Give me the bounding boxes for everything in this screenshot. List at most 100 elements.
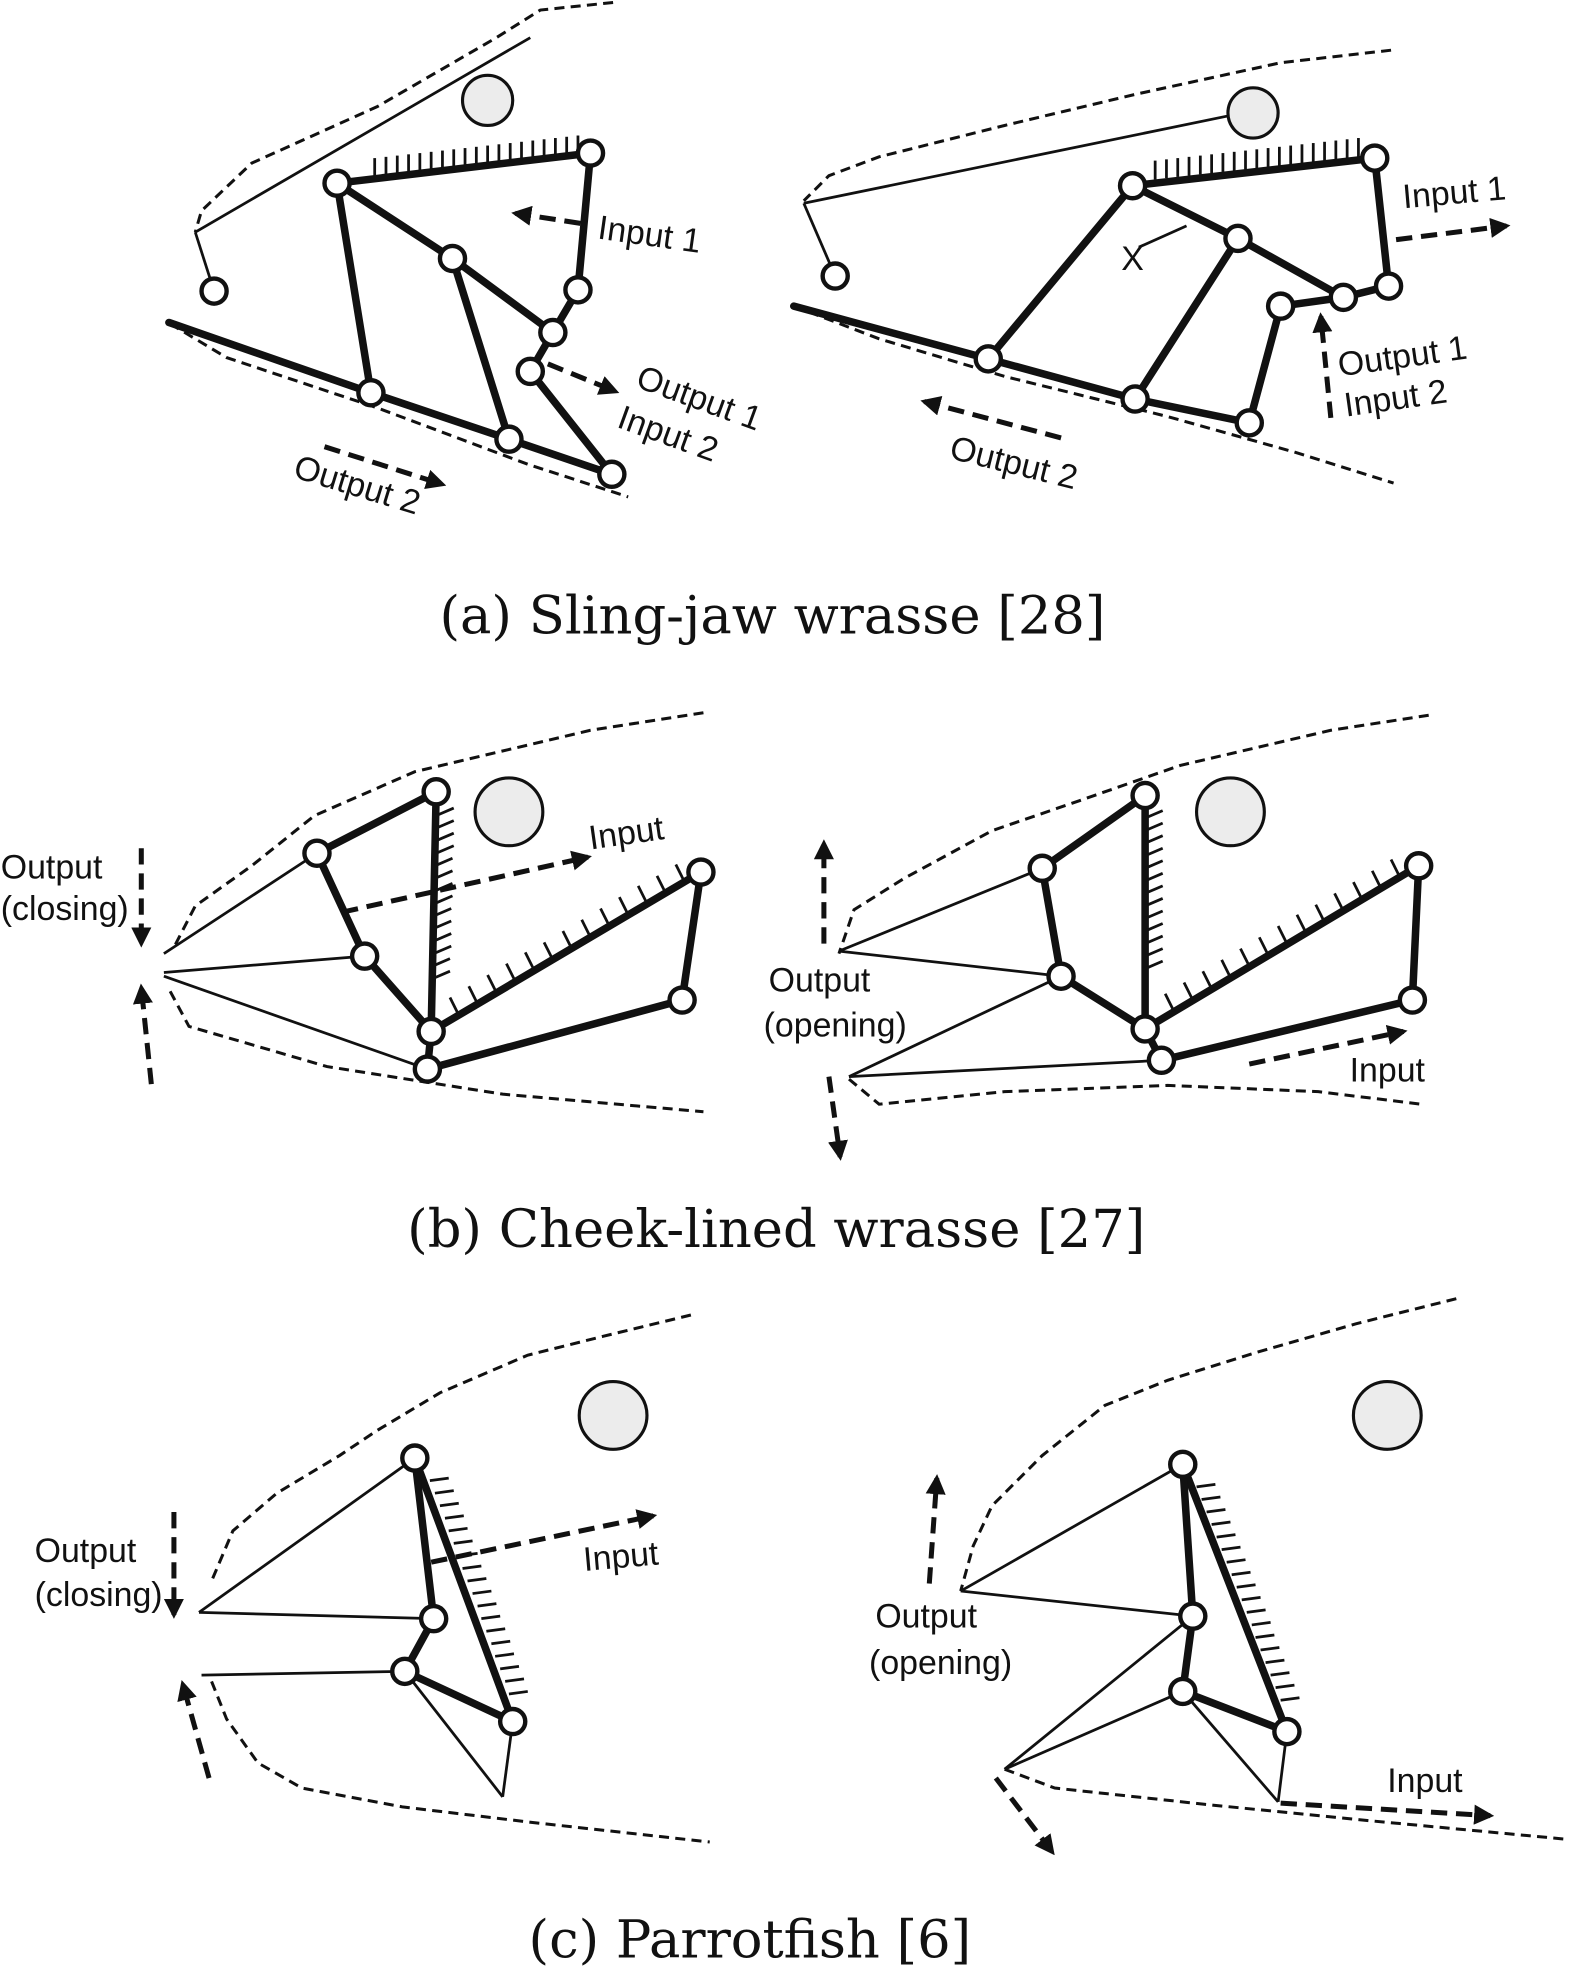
head-outline-lower (168, 990, 704, 1114)
output-closing-label: (closing) (35, 1576, 163, 1614)
caption-a: (a) Sling-jaw wrasse [28] (439, 586, 1105, 647)
joint (575, 138, 606, 168)
link-bar (984, 181, 1137, 363)
ground-hatch (1163, 858, 1402, 1012)
x-label: X (1121, 240, 1144, 278)
joints (1168, 1449, 1302, 1747)
link-bar (1370, 154, 1393, 290)
output-1-arrow (1312, 312, 1334, 419)
thin-link (848, 1058, 1162, 1078)
joint (421, 777, 451, 807)
thin-link (1004, 1690, 1184, 1771)
link-bar (313, 787, 440, 858)
joint (1168, 1676, 1198, 1707)
joint (494, 424, 524, 454)
joint (515, 356, 546, 387)
joint (1117, 170, 1148, 201)
thin-link (838, 867, 1043, 953)
ground-hatch (1144, 809, 1164, 970)
input-1-arrow (1395, 217, 1511, 243)
head-outline-upper (210, 1313, 692, 1582)
thin-link (1003, 1615, 1194, 1771)
ground-link (1141, 862, 1423, 1033)
ground-link (1179, 1460, 1291, 1736)
eye (1194, 776, 1266, 848)
link-bar (1179, 1687, 1291, 1736)
panel-b-right: Input Output (opening) (764, 713, 1434, 1161)
link-bar (1157, 996, 1417, 1065)
jaw-link (165, 318, 375, 397)
link-bar (313, 849, 369, 960)
thin-link (1181, 1690, 1280, 1803)
joint (1046, 961, 1076, 991)
thin-link (848, 974, 1062, 1078)
output-2-arrow (323, 444, 447, 490)
joint (820, 261, 850, 291)
link-bar (1038, 791, 1149, 873)
input-arrow (430, 1509, 658, 1565)
x-leader (1138, 224, 1188, 249)
link-bar (423, 996, 686, 1073)
thin-link (198, 1456, 416, 1614)
link-bar (1057, 972, 1149, 1033)
link-bar (574, 149, 595, 294)
output-label: Output (875, 1597, 977, 1635)
link-bar (360, 952, 435, 1036)
joint (416, 1016, 446, 1047)
link-bar (448, 254, 557, 337)
link-bar (1408, 862, 1423, 1004)
head-outline-upper (802, 48, 1392, 202)
joint (563, 275, 593, 305)
output-label: Output (1, 848, 103, 886)
head-outline-upper (959, 1297, 1457, 1592)
eye (473, 776, 545, 848)
input-1-label: Input 1 (596, 209, 704, 261)
thin-link (163, 974, 428, 1071)
joints (390, 1443, 528, 1737)
output-1-label: Output 1 (1335, 329, 1469, 385)
head-outline-lower (848, 1077, 1422, 1106)
joint (1146, 1045, 1177, 1076)
output-2-arrow (920, 395, 1062, 441)
jaw-link (984, 355, 1139, 403)
link-bar (411, 1454, 438, 1623)
link-bar (1128, 181, 1242, 243)
input-arrow (1280, 1800, 1495, 1825)
output-opening-arrow-bottom (826, 1076, 848, 1161)
output-closing-arrow-bottom (132, 983, 154, 1085)
joint (1223, 223, 1253, 254)
head-outline-upper (837, 713, 1429, 955)
joint (302, 838, 332, 868)
output-opening-arrow-bottom (993, 1776, 1055, 1856)
joint (1328, 282, 1359, 313)
link-bar (526, 367, 616, 479)
output-opening-label: (opening) (869, 1644, 1012, 1682)
input-arrow (1248, 1024, 1408, 1067)
ground-hatch (429, 1476, 528, 1696)
ground-link (411, 1454, 517, 1726)
thin-link (959, 1463, 1184, 1593)
joint (1178, 1601, 1208, 1631)
ground-link (1128, 154, 1379, 190)
panel-a-right: X Input 1 Output 1 Input 2 Output 2 (790, 48, 1511, 497)
output-label: Output (35, 1532, 137, 1570)
head-outline-upper (172, 711, 704, 949)
joint (1168, 1449, 1198, 1480)
link-bar (333, 179, 375, 397)
joints (302, 777, 716, 1084)
joint (1130, 1014, 1160, 1044)
joint (437, 243, 468, 274)
thin-link (838, 949, 1062, 978)
caption-c: (c) Parrotfish [6] (529, 1909, 972, 1970)
input-label: Input (586, 809, 666, 857)
joints (199, 138, 627, 490)
panel-b-left: Input Output (closing) (1, 711, 716, 1114)
ground-link (333, 149, 595, 187)
output-opening-label: (opening) (764, 1006, 907, 1044)
eye (577, 1379, 649, 1451)
jaw-link (1131, 395, 1254, 427)
jaw-link (505, 435, 616, 479)
thin-link (960, 1589, 1193, 1618)
link-bar (1234, 234, 1348, 302)
